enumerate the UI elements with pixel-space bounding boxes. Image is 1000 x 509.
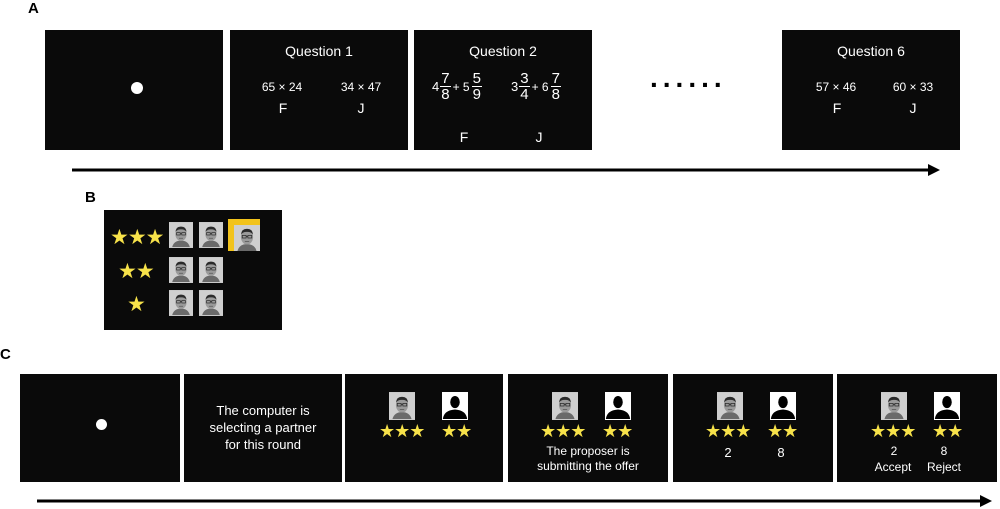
self-photo	[552, 392, 578, 420]
question-1-title: Question 1	[285, 43, 353, 59]
partner-photo	[199, 257, 223, 283]
question-6-key-right: J	[909, 100, 917, 116]
partner-offer-value: 8	[777, 445, 785, 460]
self-photo	[717, 392, 743, 420]
self-photo	[881, 392, 907, 420]
panel-label-b: B	[85, 189, 96, 206]
self-photo	[389, 392, 415, 420]
ellipsis: ......	[650, 62, 727, 93]
ranking-board: ★★★ ★★ ★	[104, 210, 282, 330]
question-6-right-expr: 60 × 33	[892, 80, 934, 94]
stars-row-1: ★	[127, 293, 146, 316]
q2-right-whole: 3	[511, 79, 519, 94]
question-2-key-left: F	[459, 129, 469, 145]
partner-photo	[199, 222, 223, 248]
partner-stars: ★★	[932, 421, 963, 441]
stars-row-3: ★★★	[110, 226, 164, 249]
question-2-title: Question 2	[469, 43, 537, 59]
panel-label-c: C	[0, 346, 11, 363]
partner-stars: ★★	[441, 421, 472, 441]
question-6-screen: Question 6 57 × 46 60 × 33 F J	[782, 30, 960, 150]
offer-screen: ★★★ ★★ 2 8	[673, 374, 833, 482]
offer-submission-screen: ★★★ ★★ The proposer is submitting the of…	[508, 374, 668, 482]
question-2-key-right: J	[535, 129, 543, 145]
fixation-dot	[96, 419, 107, 430]
partner-silhouette	[934, 392, 960, 420]
question-1-key-right: J	[357, 100, 365, 116]
decision-screen: ★★★ ★★ 2 8 Accept Reject	[837, 374, 997, 482]
selected-partner-photo	[234, 225, 260, 251]
timeline-arrow-a	[72, 164, 940, 176]
partner-silhouette	[770, 392, 796, 420]
selection-line-3: for this round	[225, 437, 301, 452]
question-6-key-left: F	[832, 100, 842, 116]
question-6-title: Question 6	[837, 43, 905, 59]
partner-selection-screen: The computer is selecting a partner for …	[184, 374, 342, 482]
self-stars: ★★★	[540, 421, 586, 441]
question-1-left-expr: 65 × 24	[261, 80, 303, 94]
partner-photo	[169, 290, 193, 316]
partner-stars: ★★	[602, 421, 633, 441]
question-1-right-expr: 34 × 47	[340, 80, 382, 94]
selection-line-1: The computer is	[216, 403, 310, 418]
partner-photo	[169, 257, 193, 283]
accept-option: Accept	[874, 460, 912, 474]
q2-left-op: + 5	[452, 79, 470, 94]
fixation-screen-c	[20, 374, 180, 482]
q2-left-whole: 4	[432, 79, 440, 94]
submitting-line-2: submitting the offer	[537, 459, 639, 473]
self-stars: ★★★	[870, 421, 916, 441]
self-offer-value: 2	[890, 444, 898, 458]
pairing-screen: ★★★ ★★	[345, 374, 503, 482]
partner-silhouette	[605, 392, 631, 420]
stars-row-2: ★★	[118, 260, 155, 283]
partner-offer-value: 8	[940, 444, 948, 458]
submitting-line-1: The proposer is	[546, 444, 630, 458]
self-stars: ★★★	[379, 421, 425, 441]
fixation-dot	[131, 82, 143, 94]
partner-stars: ★★	[767, 421, 798, 441]
q2-right-op: + 6	[531, 79, 549, 94]
question-1-key-left: F	[278, 100, 288, 116]
timeline-arrow-c	[37, 495, 992, 507]
question-6-left-expr: 57 × 46	[815, 80, 857, 94]
question-1-screen: Question 1 65 × 24 34 × 47 F J	[230, 30, 408, 150]
self-stars: ★★★	[705, 421, 751, 441]
partner-photo	[199, 290, 223, 316]
partner-silhouette	[442, 392, 468, 420]
panel-label-a: A	[28, 0, 39, 17]
self-offer-value: 2	[724, 445, 732, 460]
selection-line-2: selecting a partner	[209, 420, 317, 435]
fixation-screen-a	[45, 30, 223, 150]
partner-photo	[169, 222, 193, 248]
reject-option: Reject	[926, 460, 961, 474]
